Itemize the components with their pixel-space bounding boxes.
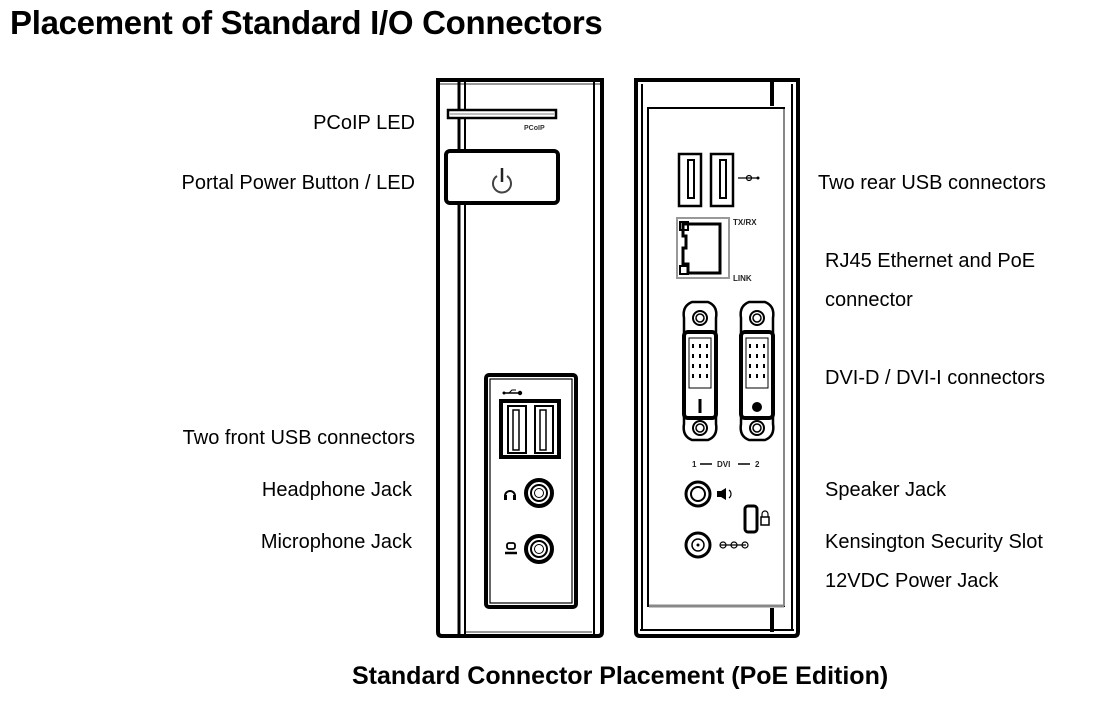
headphone-jack	[524, 478, 554, 508]
label-headphone-jack: Headphone Jack	[261, 479, 412, 501]
txrx-marking: TX/RX	[733, 218, 757, 227]
label-rj45-line2: connector	[825, 289, 913, 311]
page-title: Placement of Standard I/O Connectors	[10, 4, 603, 41]
dvi-1-marking: 1	[692, 460, 697, 469]
pcoip-led	[446, 108, 558, 120]
pcoip-marking: PCoIP	[524, 125, 545, 132]
rear-usb-ports	[677, 152, 735, 208]
lock-icon	[760, 510, 770, 526]
microphone-icon	[505, 542, 517, 555]
kensington-slot	[743, 504, 759, 534]
label-microphone-jack: Microphone Jack	[260, 531, 412, 553]
power-icon	[492, 168, 512, 194]
label-rear-usb: Two rear USB connectors	[818, 172, 1046, 194]
label-front-usb: Two front USB connectors	[182, 427, 415, 449]
microphone-jack	[524, 534, 554, 564]
label-rj45-line1: RJ45 Ethernet and PoE	[825, 250, 1036, 272]
label-power-jack: 12VDC Power Jack	[825, 570, 999, 592]
link-marking: LINK	[733, 274, 752, 283]
dvi-marking: DVI	[717, 460, 730, 469]
dc-power-jack	[684, 531, 712, 559]
dvi-pins	[692, 344, 765, 378]
label-pcoip-led: PCoIP LED	[313, 112, 415, 134]
speaker-jack	[684, 480, 712, 508]
front-panel	[436, 78, 604, 638]
dvi-port-2	[739, 300, 775, 442]
label-kensington-slot: Kensington Security Slot	[825, 531, 1043, 553]
usb-icon	[502, 389, 523, 396]
front-usb-ports	[499, 399, 561, 459]
dvi-2-marking: 2	[755, 460, 760, 469]
dc-polarity-icon	[719, 541, 749, 549]
usb-icon	[738, 174, 760, 182]
rj45-port	[676, 217, 730, 279]
dvi-port-1	[682, 300, 718, 442]
speaker-icon	[717, 488, 732, 500]
figure-caption: Standard Connector Placement (PoE Editio…	[352, 662, 889, 690]
power-button[interactable]	[444, 149, 560, 205]
label-power-button: Portal Power Button / LED	[181, 172, 415, 194]
label-speaker-jack: Speaker Jack	[825, 479, 947, 501]
rear-panel	[634, 78, 800, 638]
label-dvi: DVI-D / DVI-I connectors	[825, 367, 1046, 389]
headphone-icon	[504, 490, 516, 500]
